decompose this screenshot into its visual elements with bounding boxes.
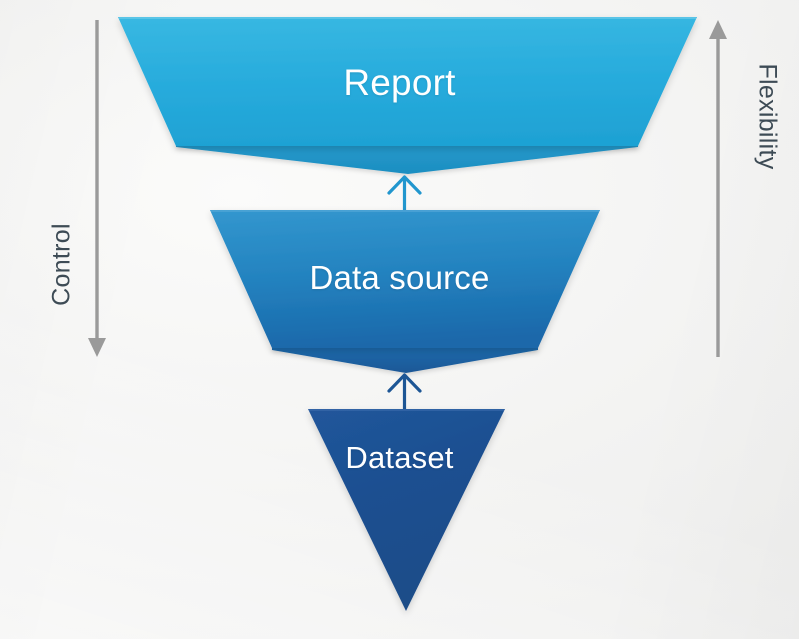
connector-data-source-to-report bbox=[387, 175, 422, 212]
stage-data-source-fold bbox=[272, 345, 538, 373]
connector-dataset-to-data-source bbox=[387, 373, 422, 410]
stage-report[interactable] bbox=[118, 17, 697, 174]
stage-report-fold bbox=[176, 143, 638, 174]
stage-dataset-body[interactable] bbox=[308, 409, 505, 611]
stage-data-source[interactable] bbox=[210, 210, 600, 373]
stage-report-body[interactable] bbox=[118, 17, 697, 146]
stage-data-source-body[interactable] bbox=[210, 210, 600, 348]
axis-control-arrow bbox=[88, 20, 106, 357]
stage-dataset[interactable] bbox=[308, 409, 505, 611]
axis-flexibility-arrow bbox=[709, 20, 727, 357]
